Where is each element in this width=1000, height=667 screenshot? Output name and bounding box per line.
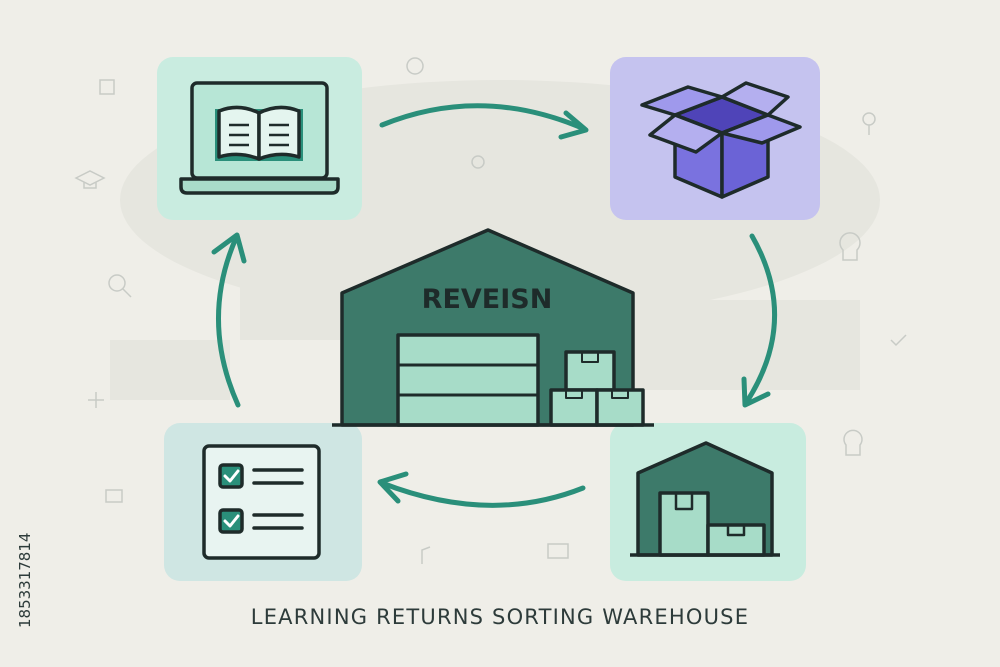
diagram-caption: LEARNING RETURNS SORTING WAREHOUSE — [250, 605, 750, 629]
sorting-node — [164, 423, 362, 581]
learning-node — [157, 57, 362, 220]
arrow-storage-to-sorting-head — [377, 471, 409, 504]
arrow-storage-to-sorting — [379, 480, 586, 508]
storage-node — [610, 423, 806, 581]
arrow-returns-to-storage-head — [741, 376, 771, 408]
checklist-icon — [202, 444, 321, 560]
open-box-icon — [640, 81, 802, 199]
returns-node — [610, 57, 820, 220]
stock-id-text: 1853317814 — [16, 533, 34, 628]
laptop-book-icon — [179, 81, 340, 195]
stock-id-label: 1853317814 — [16, 533, 34, 628]
arrow-returns-to-storage — [743, 233, 777, 406]
warehouse-boxes-icon — [630, 441, 780, 557]
arrow-sorting-to-learning-head — [211, 232, 247, 264]
warehouse-sign: REVEISN — [422, 284, 553, 315]
arrow-learning-to-returns — [379, 103, 585, 131]
arrow-sorting-to-learning — [216, 235, 241, 408]
arrow-learning-to-returns-head — [558, 110, 589, 140]
